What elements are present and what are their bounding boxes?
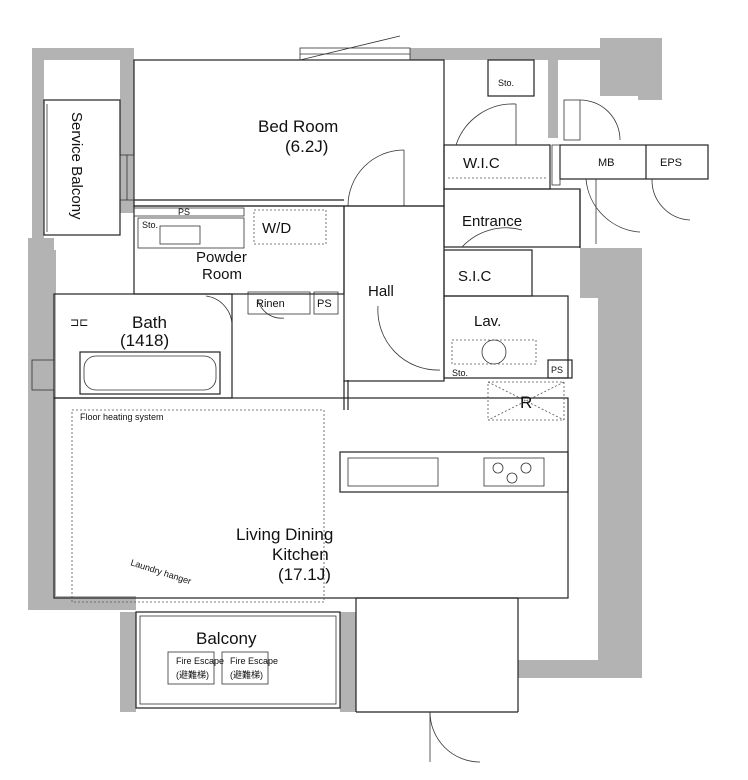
powder-room: PS Sto. W/D Powder Room Rinen PS	[133, 205, 345, 319]
ldk-label-1: Living Dining	[236, 525, 333, 544]
bath-size: (1418)	[120, 331, 169, 350]
svg-text:⊐⊏: ⊐⊏	[70, 317, 88, 329]
hall: Hall	[343, 205, 445, 382]
entrance: Entrance	[443, 188, 581, 248]
hall-label: Hall	[368, 283, 394, 300]
bath: ⊐⊏ Bath (1418)	[31, 293, 233, 399]
mb-eps: MB EPS	[551, 144, 709, 244]
sto-label-lav: Sto.	[452, 368, 468, 378]
powder-label-1: Powder	[196, 249, 247, 266]
fire-escape-2-jp: (避難梯)	[230, 669, 263, 680]
floor-heating-label: Floor heating system	[80, 412, 164, 422]
ps-label-lav: PS	[551, 365, 563, 375]
balcony: Fire Escape (避難梯) Fire Escape (避難梯) Balc…	[135, 611, 341, 709]
entrance-label: Entrance	[462, 213, 522, 230]
powder-label-2: Room	[202, 266, 242, 283]
refrigerator-label: R	[520, 393, 532, 412]
service-balcony: Service Balcony	[43, 99, 121, 236]
balcony-label: Balcony	[196, 629, 257, 648]
sto-label-powder: Sto.	[142, 220, 158, 230]
sic-label: S.I.C	[458, 268, 492, 285]
wd-label: W/D	[262, 220, 291, 237]
ldk-label-2: Kitchen	[272, 545, 329, 564]
sto-label-top: Sto.	[498, 78, 514, 88]
mb-label: MB	[598, 157, 615, 169]
bath-label: Bath	[132, 313, 167, 332]
bed-room-label: Bed Room	[258, 117, 338, 136]
sic: S.I.C	[443, 249, 533, 297]
fire-escape-2-label: Fire Escape	[230, 656, 278, 666]
fire-escape-1-label: Fire Escape	[176, 656, 224, 666]
ps-label-top: PS	[178, 207, 190, 217]
ldk-size: (17.1J)	[278, 565, 331, 584]
laundry-hanger-label: Laundry hanger	[129, 557, 192, 586]
rinen-label: Rinen	[256, 298, 285, 310]
service-balcony-label: Service Balcony	[68, 112, 85, 220]
eps-label: EPS	[660, 157, 682, 169]
lav: Lav. Sto. PS	[443, 295, 573, 379]
bed-room: Bed Room (6.2J)	[119, 35, 445, 207]
wic: W.I.C	[443, 103, 551, 190]
bed-room-size: (6.2J)	[285, 137, 328, 156]
wic-label: W.I.C	[463, 155, 500, 172]
exterior-walls	[28, 38, 662, 712]
ps-label-rinen: PS	[317, 298, 332, 310]
lav-label: Lav.	[474, 313, 501, 330]
fire-escape-1-jp: (避難梯)	[176, 669, 209, 680]
